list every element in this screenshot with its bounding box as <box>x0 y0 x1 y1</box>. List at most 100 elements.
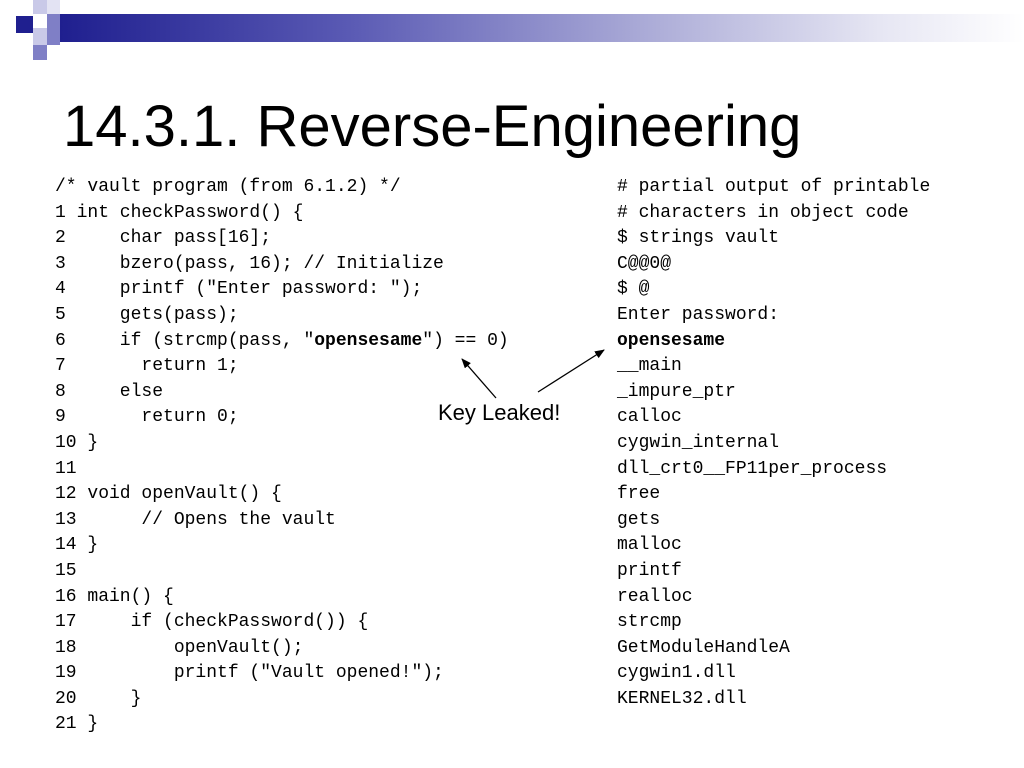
code-text: 17 if (checkPassword()) { <box>55 612 369 633</box>
code-text: 10 } <box>55 432 99 453</box>
code-text: dll_crt0__FP11per_process <box>617 458 888 479</box>
source-code-line: 7 return 1; <box>55 354 509 380</box>
strings-output-line: cygwin_internal <box>617 431 930 457</box>
code-text: 19 printf ("Vault opened!"); <box>55 663 444 684</box>
code-text: 14 } <box>55 535 99 556</box>
arrow-to-strings-key <box>537 349 605 393</box>
code-text: 2 char pass[16]; <box>55 228 272 249</box>
code-text: 16 main() { <box>55 586 174 607</box>
code-text: 1 int checkPassword() { <box>55 202 304 223</box>
strings-output-line: gets <box>617 508 930 534</box>
strings-output-line: $ @ <box>617 277 930 303</box>
code-text: 3 bzero(pass, 16); // Initialize <box>55 253 444 274</box>
deco-square <box>16 33 33 47</box>
code-text: _impure_ptr <box>617 381 736 402</box>
leaked-key-text: opensesame <box>314 330 423 351</box>
strings-output-line: # partial output of printable <box>617 175 930 201</box>
code-text: ") == 0) <box>422 330 509 351</box>
code-text: strcmp <box>617 612 682 633</box>
deco-square <box>47 14 60 28</box>
strings-output-line: _impure_ptr <box>617 380 930 406</box>
strings-output-line: malloc <box>617 533 930 559</box>
code-text: __main <box>617 356 682 377</box>
strings-output-line: dll_crt0__FP11per_process <box>617 457 930 483</box>
deco-square <box>33 0 47 14</box>
code-text: 12 void openVault() { <box>55 484 282 505</box>
strings-output-line: C@@0@ <box>617 252 930 278</box>
source-code-line: 14 } <box>55 533 509 559</box>
source-code-line: 18 openVault(); <box>55 636 509 662</box>
source-code-line: 1 int checkPassword() { <box>55 201 509 227</box>
strings-output-line: __main <box>617 354 930 380</box>
source-code-line: 12 void openVault() { <box>55 482 509 508</box>
code-text: C@@0@ <box>617 253 672 274</box>
code-text: malloc <box>617 535 682 556</box>
code-text: 13 // Opens the vault <box>55 509 336 530</box>
strings-output-line: $ strings vault <box>617 226 930 252</box>
strings-output-line: GetModuleHandleA <box>617 636 930 662</box>
strings-output-line: printf <box>617 559 930 585</box>
source-code-line: 5 gets(pass); <box>55 303 509 329</box>
strings-output-line: free <box>617 482 930 508</box>
source-code-line: 15 <box>55 559 509 585</box>
strings-output-line: calloc <box>617 405 930 431</box>
source-code-line: 2 char pass[16]; <box>55 226 509 252</box>
strings-output-line: cygwin1.dll <box>617 661 930 687</box>
code-text: Enter password: <box>617 304 780 325</box>
code-text: realloc <box>617 586 693 607</box>
source-code-line: 3 bzero(pass, 16); // Initialize <box>55 252 509 278</box>
code-text: $ strings vault <box>617 228 780 249</box>
code-text: 9 return 0; <box>55 407 239 428</box>
code-text: printf <box>617 560 682 581</box>
strings-output-block: # partial output of printable # character… <box>617 175 930 712</box>
arrow-to-source-key <box>461 358 497 399</box>
deco-square <box>33 45 47 60</box>
source-code-line: 16 main() { <box>55 585 509 611</box>
code-text: 5 gets(pass); <box>55 304 239 325</box>
source-code-line: 19 printf ("Vault opened!"); <box>55 661 509 687</box>
deco-square <box>47 28 60 45</box>
code-text: gets <box>617 509 661 530</box>
code-text: cygwin_internal <box>617 432 780 453</box>
source-code-line: 8 else <box>55 380 509 406</box>
strings-output-line: realloc <box>617 585 930 611</box>
strings-output-line: Enter password: <box>617 303 930 329</box>
code-text: KERNEL32.dll <box>617 688 747 709</box>
strings-output-line: KERNEL32.dll <box>617 687 930 713</box>
code-text: 8 else <box>55 381 164 402</box>
code-text: # characters in object code <box>617 202 909 223</box>
key-leaked-annotation: Key Leaked! <box>438 400 561 425</box>
source-code-line: 9 return 0; <box>55 405 509 431</box>
source-code-line: 10 } <box>55 431 509 457</box>
deco-square <box>47 0 60 14</box>
code-text: 15 <box>55 560 77 581</box>
code-text: calloc <box>617 407 682 428</box>
strings-output-line: opensesame <box>617 329 930 355</box>
deco-square <box>16 16 33 33</box>
source-code-line: 13 // Opens the vault <box>55 508 509 534</box>
strings-output-line: strcmp <box>617 610 930 636</box>
header-gradient-bar <box>60 14 1024 42</box>
source-code-line: 17 if (checkPassword()) { <box>55 610 509 636</box>
code-text: cygwin1.dll <box>617 663 736 684</box>
code-text: $ @ <box>617 279 650 300</box>
code-text: 18 openVault(); <box>55 637 304 658</box>
code-text: 4 printf ("Enter password: "); <box>55 279 423 300</box>
code-text: 11 <box>55 458 77 479</box>
source-code-line: 21 } <box>55 712 509 738</box>
source-code-block: /* vault program (from 6.1.2) */1 int ch… <box>55 175 509 738</box>
source-code-line: /* vault program (from 6.1.2) */ <box>55 175 509 201</box>
code-text: 6 if (strcmp(pass, " <box>55 330 315 351</box>
source-code-line: 4 printf ("Enter password: "); <box>55 277 509 303</box>
code-text: 20 } <box>55 688 142 709</box>
source-code-line: 6 if (strcmp(pass, "opensesame") == 0) <box>55 329 509 355</box>
code-text: # partial output of printable <box>617 177 931 197</box>
slide-title: 14.3.1. Reverse-Engineering <box>63 94 802 159</box>
code-text: GetModuleHandleA <box>617 637 790 658</box>
code-text: 21 } <box>55 714 99 735</box>
deco-square <box>33 14 47 28</box>
leaked-key-text: opensesame <box>617 330 726 351</box>
strings-output-line: # characters in object code <box>617 201 930 227</box>
source-code-line: 20 } <box>55 687 509 713</box>
